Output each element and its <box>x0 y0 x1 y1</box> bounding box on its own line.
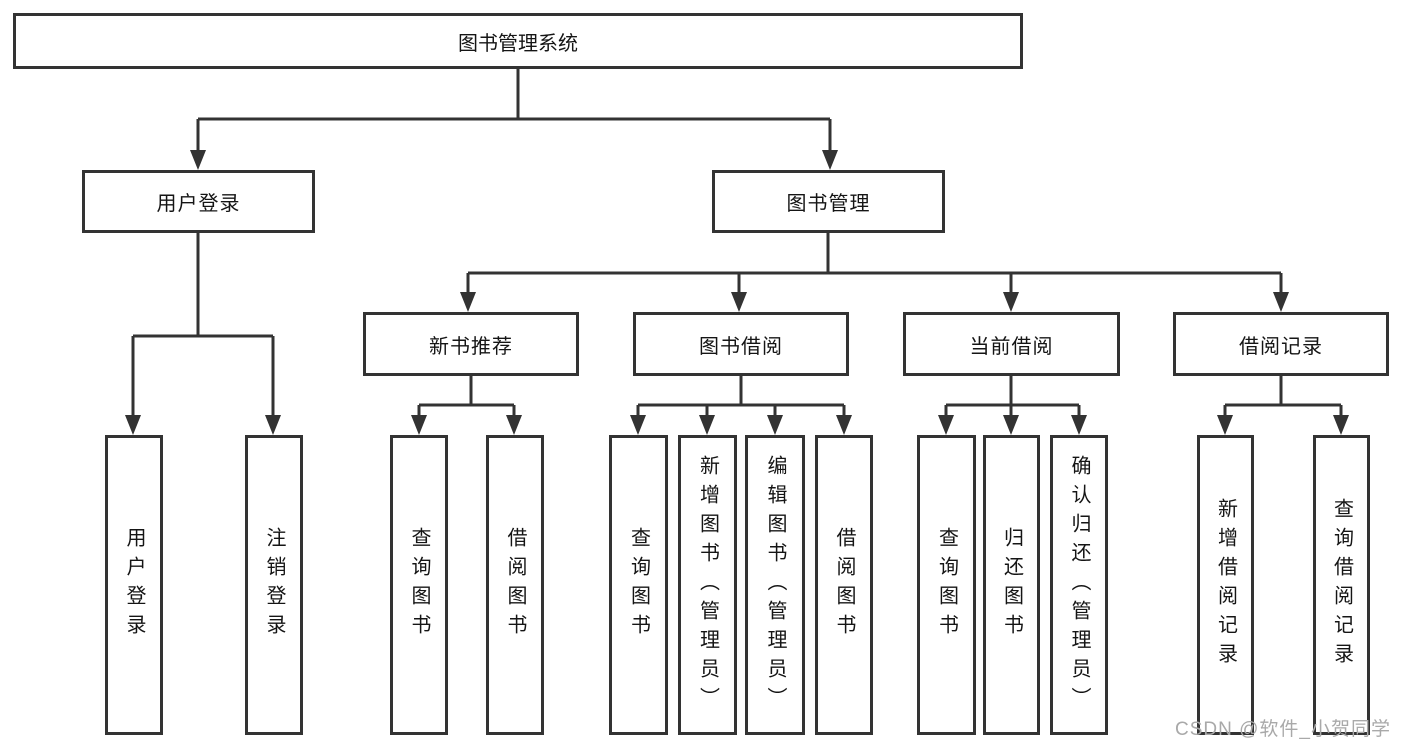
node-book-borrow-label: 图书借阅 <box>699 335 783 358</box>
csdn-watermark: CSDN @软件_小贺同学 <box>1175 719 1391 740</box>
leaf-user-login: 用户登录 <box>105 435 163 735</box>
leaf-query-borrow-record: 查询借阅记录 <box>1313 435 1370 735</box>
leaf-borrow-books: 借阅图书 <box>815 435 873 735</box>
leaf-confirm-return-admin-label: 确认归还（管理员） <box>1068 454 1090 716</box>
arrowheads <box>125 150 1349 435</box>
leaf-query-borrow-record-label: 查询借阅记录 <box>1330 498 1353 672</box>
leaf-borrow-books-recommend-label: 借阅图书 <box>504 527 526 643</box>
leaf-query-books-current-label: 查询图书 <box>935 527 958 643</box>
leaf-borrow-books-recommend: 借阅图书 <box>486 435 544 735</box>
node-current-borrow-label: 当前借阅 <box>969 335 1054 358</box>
leaf-user-login-label: 用户登录 <box>123 527 145 643</box>
leaf-logout: 注销登录 <box>245 435 303 735</box>
connector-paths <box>131 69 1343 417</box>
node-user-login-label: 用户登录 <box>156 193 241 215</box>
leaf-edit-book-admin-label: 编辑图书（管理员） <box>764 454 786 716</box>
node-new-book-recommend-label: 新书推荐 <box>429 335 513 358</box>
node-borrow-records-label: 借阅记录 <box>1239 335 1323 358</box>
node-root: 图书管理系统 <box>13 13 1023 69</box>
node-new-book-recommend: 新书推荐 <box>363 312 579 376</box>
node-book-management: 图书管理 <box>712 170 945 233</box>
leaf-query-books-current: 查询图书 <box>917 435 976 735</box>
leaf-return-books: 归还图书 <box>983 435 1040 735</box>
leaf-return-books-label: 归还图书 <box>1000 527 1023 643</box>
leaf-query-books-recommend-label: 查询图书 <box>408 527 430 643</box>
node-borrow-records: 借阅记录 <box>1173 312 1389 376</box>
node-current-borrow: 当前借阅 <box>903 312 1120 376</box>
leaf-edit-book-admin: 编辑图书（管理员） <box>745 435 805 735</box>
leaf-add-borrow-record-label: 新增借阅记录 <box>1214 498 1237 672</box>
leaf-borrow-books-label: 借阅图书 <box>833 527 855 643</box>
node-root-label: 图书管理系统 <box>458 32 578 55</box>
leaf-confirm-return-admin: 确认归还（管理员） <box>1050 435 1108 735</box>
leaf-query-books-borrow: 查询图书 <box>609 435 668 735</box>
leaf-add-book-admin: 新增图书（管理员） <box>678 435 737 735</box>
leaf-add-borrow-record: 新增借阅记录 <box>1197 435 1254 735</box>
leaf-logout-label: 注销登录 <box>263 527 285 643</box>
node-user-login: 用户登录 <box>82 170 315 233</box>
leaf-add-book-admin-label: 新增图书（管理员） <box>696 454 719 716</box>
node-book-borrow: 图书借阅 <box>633 312 849 376</box>
node-book-management-label: 图书管理 <box>786 193 871 215</box>
leaf-query-books-recommend: 查询图书 <box>390 435 448 735</box>
leaf-query-books-borrow-label: 查询图书 <box>627 527 650 643</box>
